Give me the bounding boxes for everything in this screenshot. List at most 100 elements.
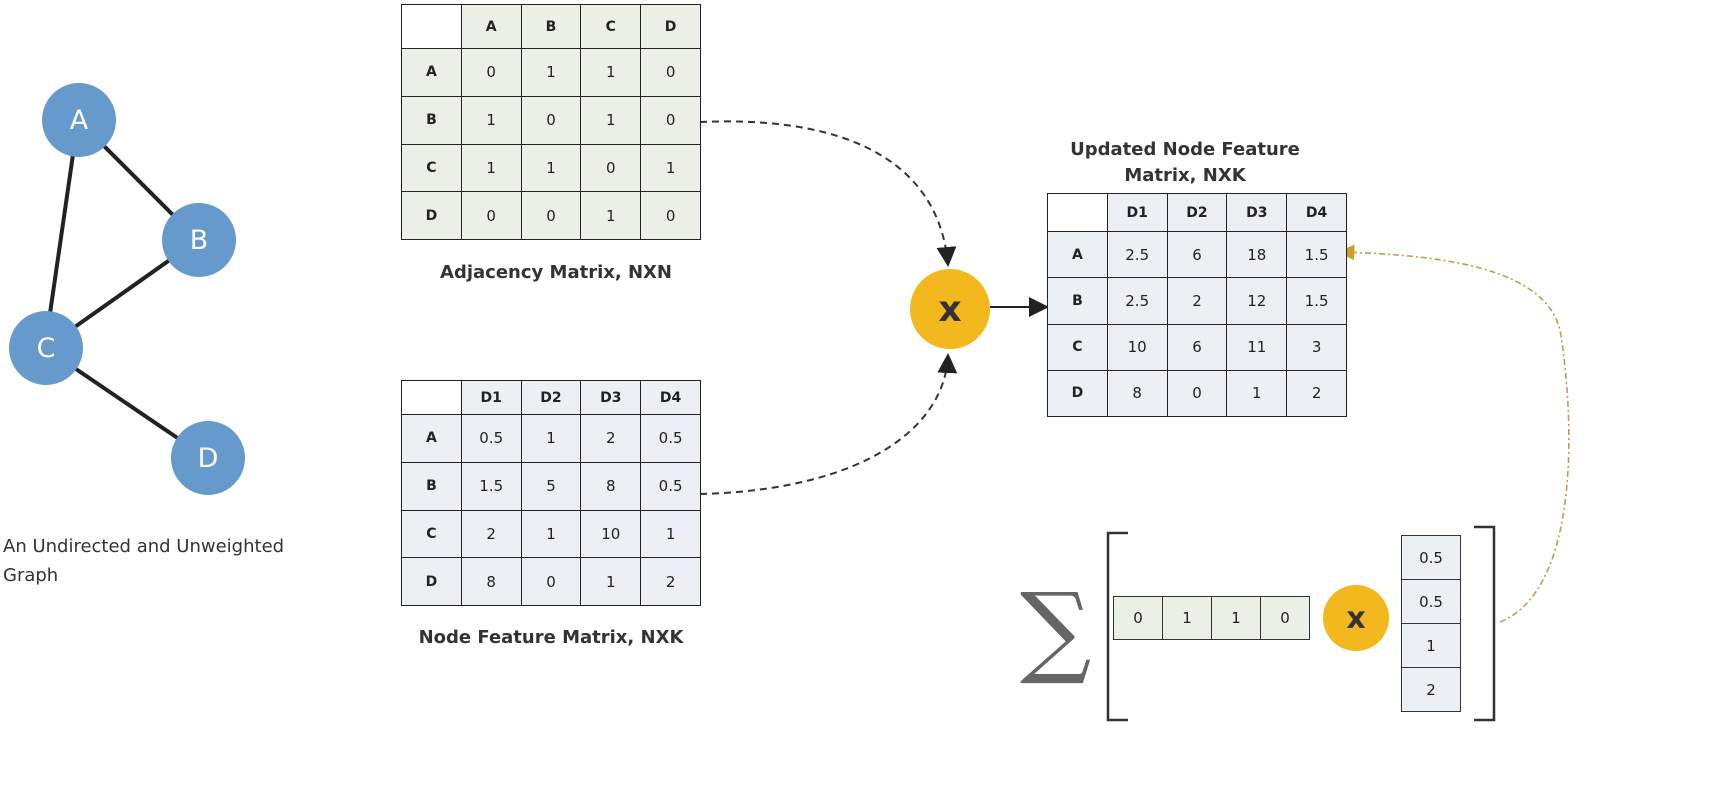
- matrix-cell: 0: [520, 191, 582, 240]
- column-header: D3: [580, 380, 642, 415]
- column-header: D1: [460, 380, 522, 415]
- matrix-cell: 0: [640, 95, 701, 145]
- vector-cell: 0: [1280, 609, 1290, 627]
- matrix-cell: 1.5: [460, 461, 522, 511]
- row-header: C: [401, 143, 462, 193]
- column-header: D4: [1286, 193, 1347, 232]
- matrix-cell: 1: [1226, 369, 1288, 418]
- matrix-cell: 2.5: [1106, 277, 1168, 325]
- column-header: C: [580, 4, 642, 49]
- matrix-cell: 6: [1166, 230, 1228, 279]
- column-header: D: [640, 4, 701, 49]
- matrix-cell: 3: [1286, 323, 1347, 371]
- vector-cell: 1: [1163, 597, 1212, 639]
- matrix-cell: 2: [1166, 277, 1228, 325]
- matrix-cell: 1: [460, 143, 522, 193]
- corner-cell: [401, 380, 462, 415]
- vector-cell: 2: [1426, 680, 1436, 699]
- table-row: C 2 1 10 1: [401, 509, 701, 559]
- vector-cell: 0.5: [1402, 580, 1460, 624]
- matrix-cell: 0: [640, 48, 701, 97]
- matrix-cell: 1: [460, 95, 522, 145]
- table-row: A 2.5 6 18 1.5: [1047, 230, 1347, 279]
- summation-to-cell-arrow: [1338, 244, 1570, 623]
- matrix-cell: 0: [460, 191, 522, 240]
- matrix-cell: 1: [580, 557, 642, 606]
- column-header: D2: [1166, 193, 1228, 232]
- table-row: B 2.5 2 12 1.5: [1047, 277, 1347, 325]
- matrix-cell: 0: [1166, 369, 1228, 418]
- matrix-cell: 1: [520, 509, 582, 559]
- graph-node-b: B: [162, 203, 236, 277]
- matrix-cell: 1: [580, 48, 642, 97]
- feature-column-vector: 0.5 0.5 1 2: [1401, 535, 1461, 712]
- row-header: A: [401, 414, 462, 463]
- adjacency-matrix: A B C D A 0 1 1 0 B 1 0 1 0 C 1 1 0 1 D …: [401, 4, 701, 240]
- graph-caption: An Undirected and Unweighted Graph: [3, 536, 285, 586]
- table-row: A 0.5 1 2 0.5: [401, 414, 701, 463]
- adjacency-row-vector: 0 1 1 0: [1113, 596, 1310, 640]
- matrix-cell: 0: [520, 95, 582, 145]
- matrix-cell: 10: [580, 509, 642, 559]
- row-header: C: [1047, 323, 1108, 371]
- graph-node-d: D: [171, 421, 245, 495]
- multiply-icon: x: [938, 288, 962, 330]
- adjacency-caption: Adjacency Matrix, NXN: [440, 262, 672, 283]
- table-row: D 0 0 1 0: [401, 191, 701, 240]
- right-bracket: [1474, 525, 1496, 722]
- features-to-multiply-arrow: [699, 353, 958, 495]
- column-header: D4: [640, 380, 701, 415]
- matrix-cell: 8: [580, 461, 642, 511]
- matrix-cell: 0.5: [640, 461, 701, 511]
- column-header: D1: [1106, 193, 1168, 232]
- matrix-cell: 1: [520, 143, 582, 193]
- multiply-operator: x: [910, 269, 990, 349]
- row-header: B: [401, 461, 462, 511]
- table-row: A 0 1 1 0: [401, 48, 701, 97]
- table-row: C 10 6 11 3: [1047, 323, 1347, 371]
- matrix-cell: 1.5: [1286, 277, 1347, 325]
- column-header: A: [460, 4, 522, 49]
- left-bracket: [1106, 531, 1128, 722]
- column-header: B: [520, 4, 582, 49]
- multiply-operator-small: x: [1323, 585, 1389, 651]
- matrix-cell: 1: [580, 191, 642, 240]
- graph-edges: [43, 118, 209, 460]
- matrix-cell: 1: [580, 95, 642, 145]
- matrix-cell: 2: [580, 414, 642, 463]
- matrix-cell: 8: [1106, 369, 1168, 418]
- matrix-cell: 1: [640, 509, 701, 559]
- matrix-cell: 1: [640, 143, 701, 193]
- edge-a-c: [43, 119, 80, 349]
- corner-cell: [1047, 193, 1108, 232]
- matrix-cell: 1.5: [1286, 230, 1347, 279]
- matrix-cell: 2: [1286, 369, 1347, 418]
- updated-caption-line2: Matrix, NXK: [1124, 165, 1246, 186]
- row-header: B: [1047, 277, 1108, 325]
- matrix-cell: 2: [460, 509, 522, 559]
- matrix-cell: 0: [460, 48, 522, 97]
- table-row: D 8 0 1 2: [401, 557, 701, 606]
- matrix-cell: 11: [1226, 323, 1288, 371]
- row-header: D: [401, 191, 462, 240]
- matrix-cell: 18: [1226, 230, 1288, 279]
- matrix-cell: 2: [640, 557, 701, 606]
- graph-node-c: C: [9, 311, 83, 385]
- row-header: D: [1047, 369, 1108, 418]
- matrix-cell: 0: [580, 143, 642, 193]
- vector-cell: 0: [1114, 597, 1163, 639]
- matrix-cell: 0.5: [640, 414, 701, 463]
- sigma-icon: ∑: [1020, 571, 1092, 688]
- column-header: D2: [520, 380, 582, 415]
- matrix-cell: 0.5: [460, 414, 522, 463]
- table-row: B 1 0 1 0: [401, 95, 701, 145]
- matrix-cell: 1: [520, 48, 582, 97]
- updated-node-feature-matrix: D1 D2 D3 D4 A 2.5 6 18 1.5 B 2.5 2 12 1.…: [1047, 193, 1347, 418]
- vector-cell: 1: [1402, 624, 1460, 668]
- matrix-cell: 5: [520, 461, 582, 511]
- row-header: C: [401, 509, 462, 559]
- matrix-cell: 2.5: [1106, 230, 1168, 279]
- updated-caption-line1: Updated Node Feature: [1070, 139, 1300, 160]
- table-row: C 1 1 0 1: [401, 143, 701, 193]
